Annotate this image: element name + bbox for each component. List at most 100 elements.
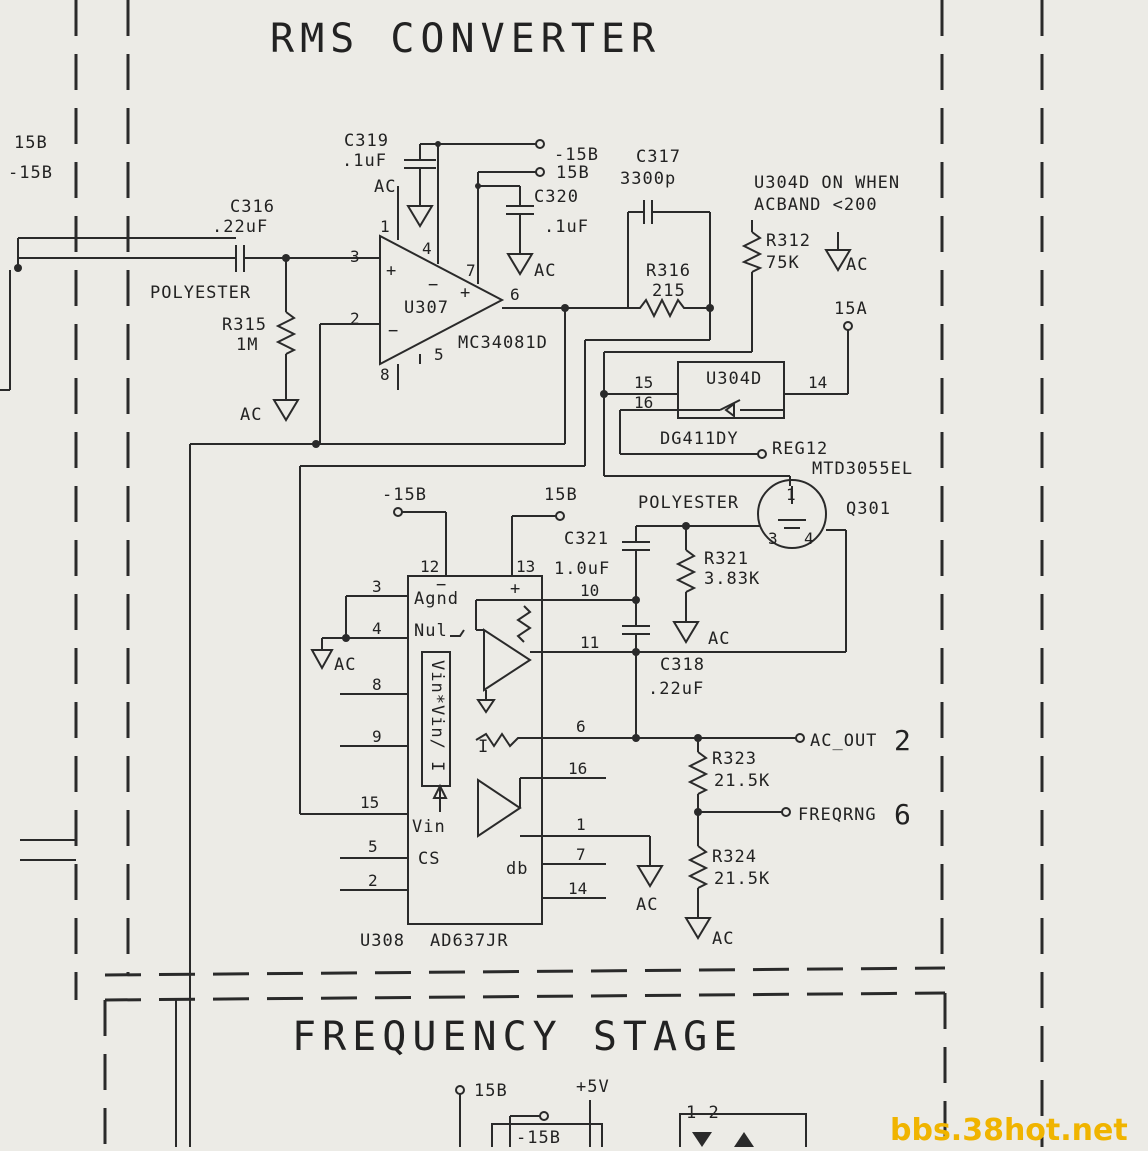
supply-15b-bottom: 15B xyxy=(474,1081,508,1101)
u308-pin: 10 xyxy=(580,581,599,600)
nul-label: Nul xyxy=(414,621,448,641)
q301-mosfet: 1 3 4 Q301 xyxy=(757,479,891,549)
r312-resistor: R312 75K xyxy=(741,220,811,352)
c319-capacitor: C319 .1uF AC xyxy=(342,131,545,228)
r316-value: 215 xyxy=(652,281,686,301)
polyester-label-2: POLYESTER xyxy=(638,493,739,513)
r323-value: 21.5K xyxy=(714,771,770,791)
u304d-pin: 16 xyxy=(634,393,653,412)
supply-m15b-top: -15B xyxy=(554,145,599,165)
svg-text:+: + xyxy=(460,283,471,303)
u308-pin: 14 xyxy=(568,879,587,898)
r315-value: 1M xyxy=(236,335,258,355)
svg-text:+: + xyxy=(386,261,397,281)
c321-label: C321 xyxy=(564,529,609,549)
ground-label-6: AC xyxy=(334,655,356,675)
u304d-switch: U304D 15 16 14 DG411DY xyxy=(600,361,827,459)
svg-text:−: − xyxy=(428,275,439,295)
c316-capacitor: C316 .22uF xyxy=(17,197,380,272)
frequency-stage-title: FREQUENCY STAGE xyxy=(292,1014,743,1060)
c316-value: .22uF xyxy=(212,217,268,237)
supply-15b-left: 15B xyxy=(14,133,48,153)
c318-capacitor: C318 .22uF xyxy=(622,625,704,738)
u308-pin: 16 xyxy=(568,759,587,778)
note-line-1: U304D ON WHEN xyxy=(754,173,900,193)
u307-pin: 8 xyxy=(380,365,390,384)
r316-resistor: R316 215 xyxy=(628,261,710,319)
ground-label-1: AC xyxy=(240,405,262,425)
supply-5v: +5V xyxy=(576,1077,610,1097)
r321-resistor: R321 3.83K AC xyxy=(672,526,760,649)
r324-label: R324 xyxy=(712,847,757,867)
rms-converter-title: RMS CONVERTER xyxy=(270,16,661,62)
r321-value: 3.83K xyxy=(704,569,760,589)
u307-pin: 2 xyxy=(350,309,360,328)
u304d-pin: 14 xyxy=(808,373,827,392)
ac-out-number: 2 xyxy=(894,724,911,757)
c320-capacitor: C320 .1uF AC xyxy=(475,167,589,281)
c318-value: .22uF xyxy=(648,679,704,699)
r315-resistor: R315 1M xyxy=(222,258,297,400)
c319-value: .1uF xyxy=(342,151,387,171)
u308-label: U308 xyxy=(360,931,405,951)
section-borders xyxy=(74,0,1044,1147)
r312-label: R312 xyxy=(766,231,811,251)
c320-label: C320 xyxy=(534,187,579,207)
db-label: db xyxy=(506,859,528,879)
r312-value: 75K xyxy=(766,253,800,273)
c319-label: C319 xyxy=(344,131,389,151)
svg-text:−: − xyxy=(436,575,447,595)
c316-label: C316 xyxy=(230,197,275,217)
supply-15a: 15A xyxy=(834,299,868,319)
ground-label-8: AC xyxy=(712,929,734,949)
r316-label: R316 xyxy=(646,261,691,281)
svg-text:−: − xyxy=(388,321,399,341)
supply-m15b-left: -15B xyxy=(8,163,53,183)
c317-capacitor: C317 3300p xyxy=(620,147,711,340)
u304d-pin: 15 xyxy=(634,373,653,392)
u308-pin: 11 xyxy=(580,633,599,652)
u308-pin: 15 xyxy=(360,793,379,812)
supply-m15b-bottom: -15B xyxy=(516,1128,561,1147)
c317-value: 3300p xyxy=(620,169,676,189)
u307-opamp: + − − + U307 MC34081D 1 4 3 2 7 6 5 8 xyxy=(350,144,548,390)
c321-value: 1.0uF xyxy=(554,559,610,579)
vin-function-label: Vin*Vin/ I xyxy=(427,660,447,772)
svg-text:+: + xyxy=(510,579,521,599)
u308-pin: 5 xyxy=(368,837,378,856)
ground-label-7: AC xyxy=(636,895,658,915)
u308-pin: 12 xyxy=(420,557,439,576)
freqrng-number: 6 xyxy=(894,798,911,831)
ground-symbol-1 xyxy=(272,399,300,422)
u307-pin: 3 xyxy=(350,247,360,266)
u308-pin: 7 xyxy=(576,845,586,864)
u308-pin: 9 xyxy=(372,727,382,746)
dg411dy-label: DG411DY xyxy=(660,429,739,449)
mc34081d-label: MC34081D xyxy=(458,333,548,353)
ac-out-label: AC_OUT xyxy=(810,731,877,751)
agnd-label: Agnd xyxy=(414,589,459,609)
u308-ad637jr: − + -15B 15B 12 13 Agnd Nul Vin*Vin/ I V… xyxy=(382,485,650,925)
r315-label: R315 xyxy=(222,315,267,335)
u307-pin: 5 xyxy=(434,345,444,364)
r323-resistor: R323 21.5K xyxy=(687,738,770,846)
ground-symbol-7 xyxy=(636,865,664,888)
supply-15b-top: 15B xyxy=(556,163,590,183)
c320-value: .1uF xyxy=(544,217,589,237)
r324-resistor: R324 21.5K AC xyxy=(684,845,769,949)
u308-pin: 13 xyxy=(516,557,535,576)
q301-pin: 3 xyxy=(768,529,778,548)
u308-pin: 8 xyxy=(372,675,382,694)
u308-pin: 2 xyxy=(368,871,378,890)
q301-label: Q301 xyxy=(846,499,891,519)
supply-m15b-mid: -15B xyxy=(382,485,427,505)
mtd3055el-label: MTD3055EL xyxy=(812,459,913,479)
ground-label-3: AC xyxy=(534,261,556,281)
u308-pin: 4 xyxy=(372,619,382,638)
polyester-label-1: POLYESTER xyxy=(150,283,251,303)
u308-pin: 1 xyxy=(576,815,586,834)
ground-label-4: AC xyxy=(846,255,868,275)
cs-label: CS xyxy=(418,849,440,869)
